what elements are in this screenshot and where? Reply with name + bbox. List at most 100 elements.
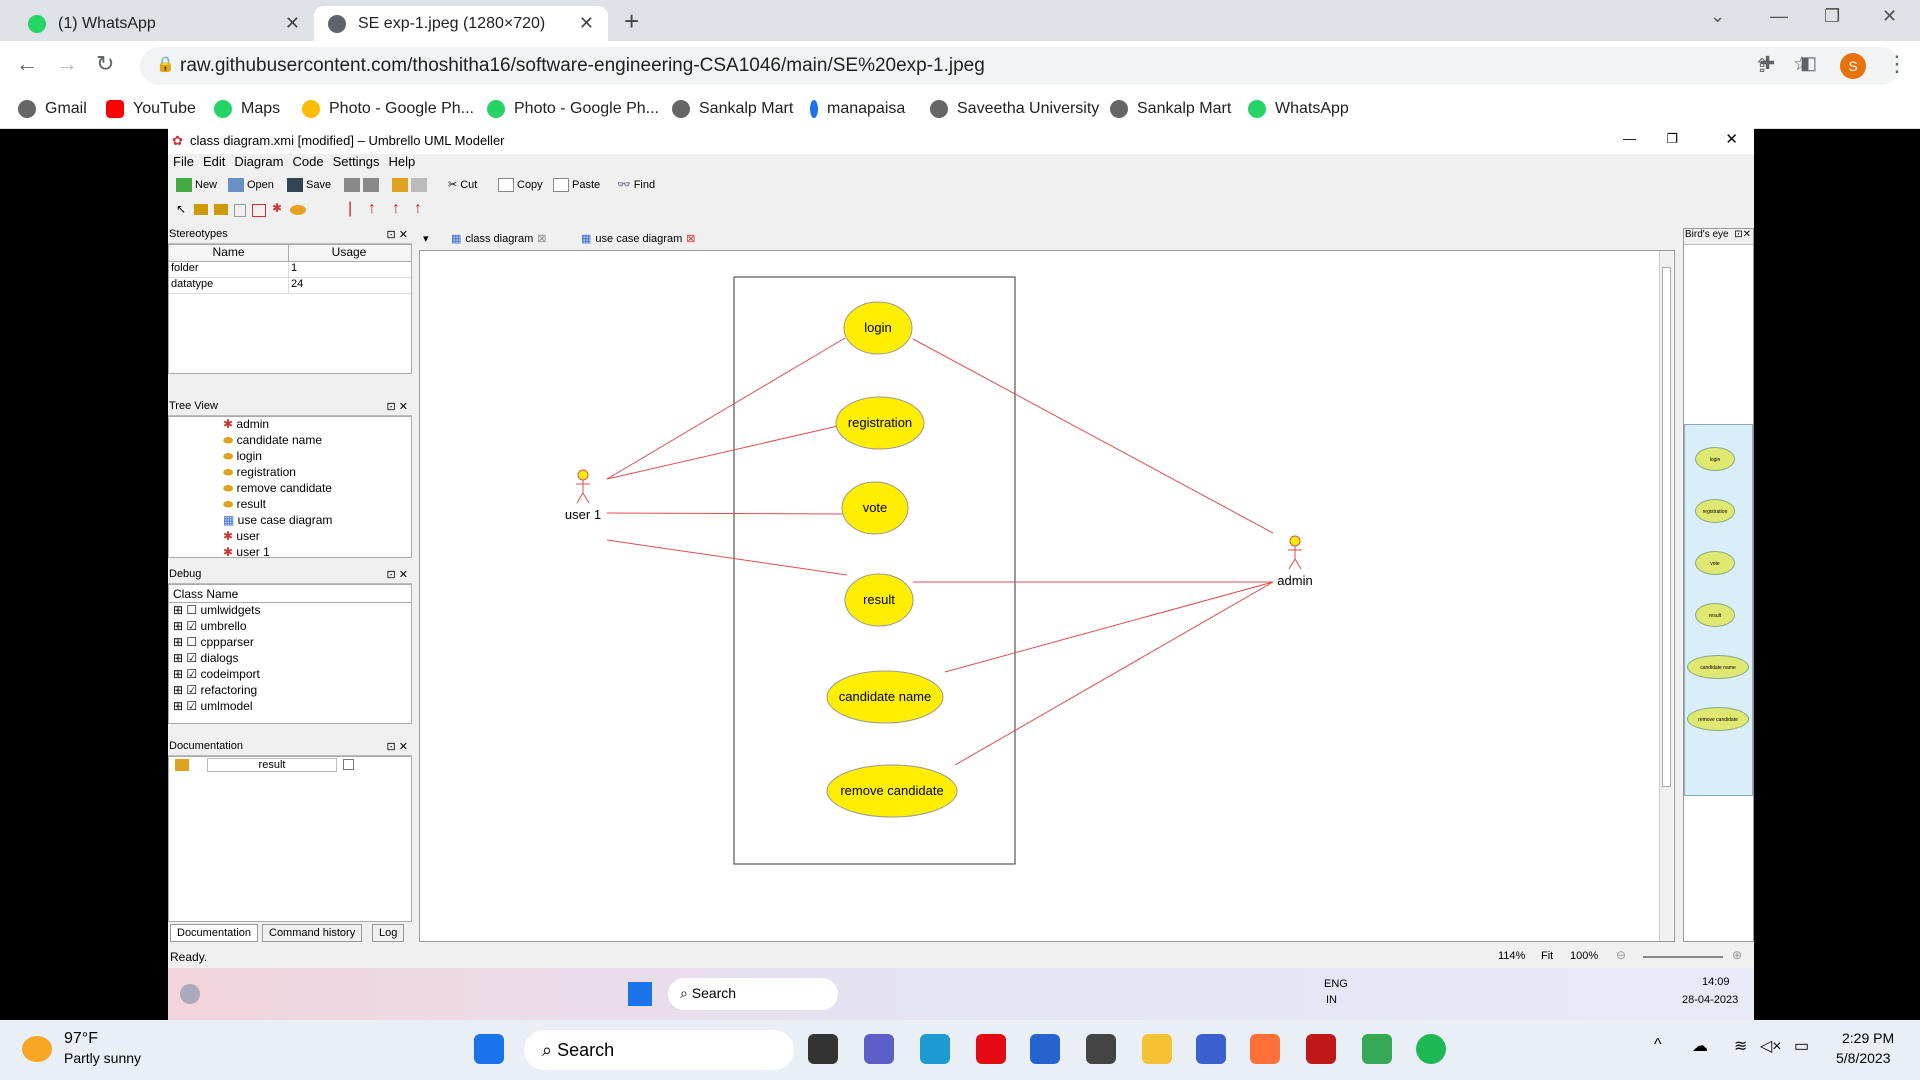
close-tab-icon[interactable]: ⊠ [537,233,547,245]
assoc-user-vote[interactable] [606,512,844,515]
bookmark-sankalp-1[interactable]: Sankalp Mart [672,100,793,118]
expand-icon[interactable]: ⊞ [173,683,187,697]
usecase-login[interactable] [843,301,913,355]
tool-generalization-icon[interactable]: ↑ [368,200,376,217]
debug-checkbox[interactable]: ☑ [186,651,201,665]
system-boundary[interactable] [733,276,1016,865]
select-arrow-icon[interactable]: ↖ [176,202,187,216]
doc-name-field[interactable]: result [207,758,337,772]
zoom-out-icon[interactable]: ⊖ [1616,948,1627,962]
bookmark-saveetha[interactable]: Saveetha University [930,100,1099,118]
assoc-user-registration[interactable] [606,425,839,480]
tab-log[interactable]: Log [372,924,405,942]
debug-checkbox[interactable]: ☑ [186,667,201,681]
tab-command-history[interactable]: Command history [262,924,363,942]
debug-item[interactable]: ⊞ ☑ refactoring [173,683,258,697]
assoc-user-login[interactable] [606,337,846,480]
restore-icon[interactable]: ❐ [1666,131,1678,146]
menu-settings[interactable]: Settings [332,154,380,169]
debug-item[interactable]: ⊞ ☐ cppparser [173,635,254,649]
tool-text-icon[interactable] [234,204,246,217]
clock-time[interactable]: 2:29 PM [1842,1030,1895,1046]
new-button[interactable]: New [176,178,217,192]
usecase-remove-candidate[interactable] [826,764,958,818]
teams-icon[interactable] [864,1034,894,1064]
share-icon[interactable]: ⇪ [1754,56,1770,77]
debug-checkbox[interactable]: ☐ [186,635,201,649]
paste-button[interactable]: Paste [553,178,600,192]
assoc-admin-candidate[interactable] [944,581,1274,673]
windows-start-icon[interactable] [474,1034,504,1064]
chevron-up-icon[interactable]: ^ [1654,1036,1662,1053]
tool-boundary-icon[interactable] [252,204,266,217]
print-button[interactable] [344,178,382,192]
tool-box-icon[interactable] [214,204,228,215]
tree-item-diagram[interactable]: ▦ use case diagram [223,513,333,527]
undo-button[interactable] [392,178,430,192]
tree-item-usecase[interactable]: ⬬ registration [223,465,296,479]
tree-item-usecase[interactable]: ⬬ candidate name [223,433,322,447]
assoc-admin-login[interactable] [912,338,1274,534]
menu-icon[interactable]: ⋮ [1886,51,1908,76]
usecase-candidate-name[interactable] [826,670,944,724]
col-usage[interactable]: Usage [331,245,367,259]
tree-item-actor[interactable]: ✱ user 1 [223,545,270,558]
close-tab-icon[interactable]: ⊠ [686,233,696,245]
tool-association-icon[interactable]: | [348,200,353,217]
close-window-icon[interactable]: ✕ [1882,6,1898,26]
debug-item[interactable]: ⊞ ☑ umlmodel [173,699,253,713]
bookmark-whatsapp[interactable]: WhatsApp [1248,100,1349,118]
actor-user-1[interactable] [576,469,590,504]
minimize-icon[interactable]: — [1623,131,1636,146]
bookmark-photos-1[interactable]: Photo - Google Ph... [302,100,474,118]
actor-admin[interactable] [1288,535,1302,570]
bookmark-sankalp-2[interactable]: Sankalp Mart [1110,100,1231,118]
bookmark-photos-2[interactable]: Photo - Google Ph... [487,100,659,118]
back-icon[interactable]: ← [16,51,38,76]
wifi-icon[interactable]: ≋ [1734,1038,1748,1055]
menu-help[interactable]: Help [388,154,416,169]
close-panel-icon[interactable]: ⊡ ✕ [386,401,409,413]
close-tab-icon[interactable]: ✕ [578,13,594,33]
netflix-icon[interactable] [976,1034,1006,1064]
zoom-in-icon[interactable]: ⊕ [1732,948,1743,962]
debug-checkbox[interactable]: ☑ [186,683,201,697]
tab-search-icon[interactable]: ⌄ [1710,6,1726,26]
expand-icon[interactable]: ⊞ [173,635,187,649]
expand-icon[interactable]: ⊞ [173,603,187,617]
edge-icon[interactable] [920,1034,950,1064]
tree-item-usecase[interactable]: ⬬ login [223,449,262,463]
close-icon[interactable]: ✕ [1725,131,1738,148]
tool-dependency-icon[interactable]: ↑ [392,200,400,217]
diagram-canvas[interactable]: login registration vote result candidate… [419,250,1675,942]
mcafee-icon[interactable] [1306,1034,1336,1064]
zoom-fit-button[interactable]: Fit [1541,950,1554,962]
app-icon[interactable] [1086,1034,1116,1064]
close-panel-icon[interactable]: ⊡ ✕ [386,569,409,581]
new-tab-button[interactable]: + [624,6,640,36]
tool-realization-icon[interactable]: ↑ [414,200,422,217]
tab-use-case-diagram[interactable]: ▦use case diagram⊠ [581,232,696,246]
cloud-icon[interactable]: ☁ [1692,1038,1708,1055]
expand-icon[interactable]: ⊞ [173,699,187,713]
bookmark-youtube[interactable]: YouTube [106,100,196,118]
task-view-icon[interactable] [808,1034,838,1064]
tab-whatsapp[interactable]: (1) WhatsApp ✕ [14,6,314,41]
usecase-registration[interactable] [835,396,925,450]
debug-checkbox[interactable]: ☑ [186,699,201,713]
bookmark-gmail[interactable]: Gmail [18,100,87,118]
zoom-slider[interactable] [1643,956,1723,958]
tool-actor-icon[interactable]: ✱ [272,201,283,215]
debug-item[interactable]: ⊞ ☑ umbrello [173,619,247,633]
clock-date[interactable]: 5/8/2023 [1836,1050,1891,1066]
assoc-admin-remove[interactable] [954,581,1274,766]
app-icon[interactable] [1196,1034,1226,1064]
menu-file[interactable]: File [173,154,194,169]
taskbar-search[interactable]: ⌕ Search [524,1030,794,1070]
vertical-scrollbar[interactable] [1659,251,1673,941]
tool-note-icon[interactable] [194,204,208,215]
restore-icon[interactable]: ❐ [1824,6,1841,26]
